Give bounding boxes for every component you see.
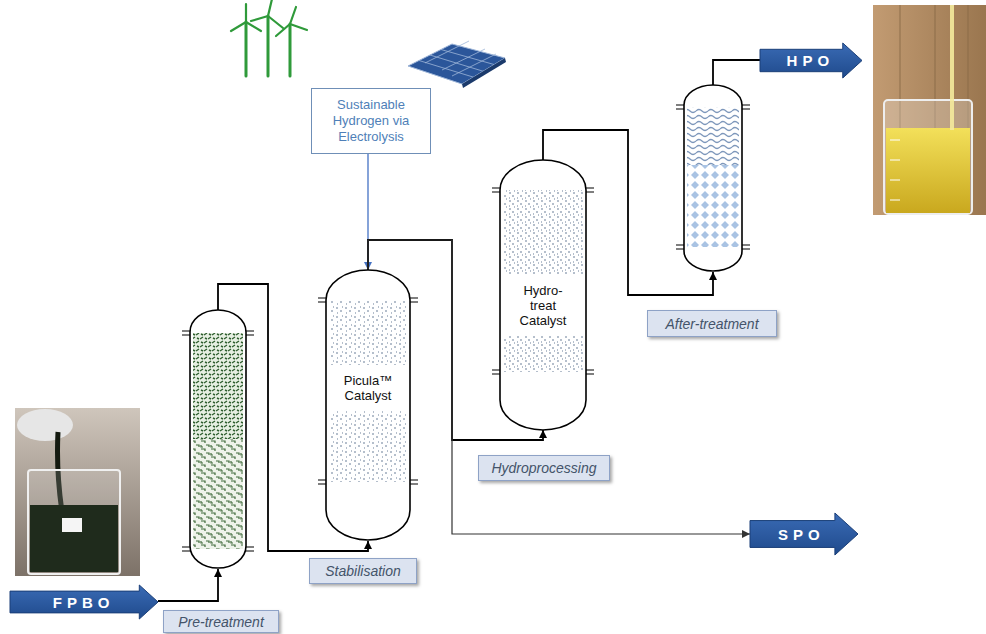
dark-oil (30, 505, 118, 572)
stage-label: Pre-treatment (163, 610, 279, 633)
flange (676, 105, 750, 249)
turbine-tower (289, 24, 292, 76)
catalyst-bed (193, 439, 243, 549)
turbine-blades (231, 4, 261, 31)
glove (17, 409, 73, 441)
catalyst-bed (329, 411, 407, 482)
graduation-marks (890, 140, 900, 200)
turbine-blades (276, 7, 307, 36)
wind-turbines (231, 0, 307, 76)
product-arrow: HPO (760, 43, 862, 78)
solar-panel (408, 44, 505, 84)
photo-background (15, 408, 140, 576)
pretreatment-vessel (190, 310, 246, 568)
vessel-outline (500, 160, 586, 430)
stage-label: After-treatment (647, 310, 777, 337)
catalyst-bed (193, 333, 243, 439)
catalyst-bed (687, 165, 739, 247)
node-text: SPO (750, 513, 848, 555)
stage-label: Hydroprocessing (478, 455, 610, 481)
beaker (28, 470, 120, 574)
node-text: Picula™ Catalyst (326, 373, 410, 403)
aftertreatment-vessel (684, 85, 742, 271)
turbine-tower (245, 22, 248, 76)
catalyst-bed (503, 190, 583, 275)
stage-label: Stabilisation (309, 558, 417, 584)
flange (182, 331, 254, 551)
catalyst-bed (687, 107, 739, 165)
catalyst-bed (503, 336, 583, 372)
node-text: FPBO (10, 585, 152, 619)
photo-background (873, 5, 986, 215)
block-arrow (760, 43, 862, 78)
block-arrow (750, 513, 858, 555)
flange (492, 188, 594, 374)
oil-stream (950, 5, 954, 130)
turbine-tower (267, 16, 270, 76)
process-line (158, 569, 218, 601)
product-arrow: SPO (750, 513, 858, 555)
process-line (713, 60, 760, 85)
vessel-shape (326, 270, 410, 540)
node-text: Hydro- treat Catalyst (500, 283, 586, 328)
stir-bar (62, 518, 82, 532)
node-text: After-treatment (665, 316, 758, 332)
block-arrow (10, 585, 158, 619)
feed-arrow: FPBO (10, 585, 158, 619)
node-text: Hydroprocessing (491, 460, 596, 476)
hydrogen-source-box: Sustainable Hydrogen via Electrolysis (311, 88, 431, 154)
turbine-blades (251, 0, 283, 28)
node-text: Sustainable Hydrogen via Electrolysis (316, 97, 426, 145)
panel-edge (462, 58, 506, 88)
beaker (884, 100, 972, 214)
reactor-vessel: Picula™ Catalyst (326, 270, 410, 540)
yellow-oil (886, 128, 970, 213)
node-text: HPO (760, 43, 856, 78)
node-text: Stabilisation (325, 563, 401, 579)
flange (318, 298, 418, 484)
catalyst-bed (329, 300, 407, 365)
node-text: Pre-treatment (178, 614, 264, 630)
vessel-outline (326, 270, 410, 540)
reactor-vessel: Hydro- treat Catalyst (500, 160, 586, 430)
